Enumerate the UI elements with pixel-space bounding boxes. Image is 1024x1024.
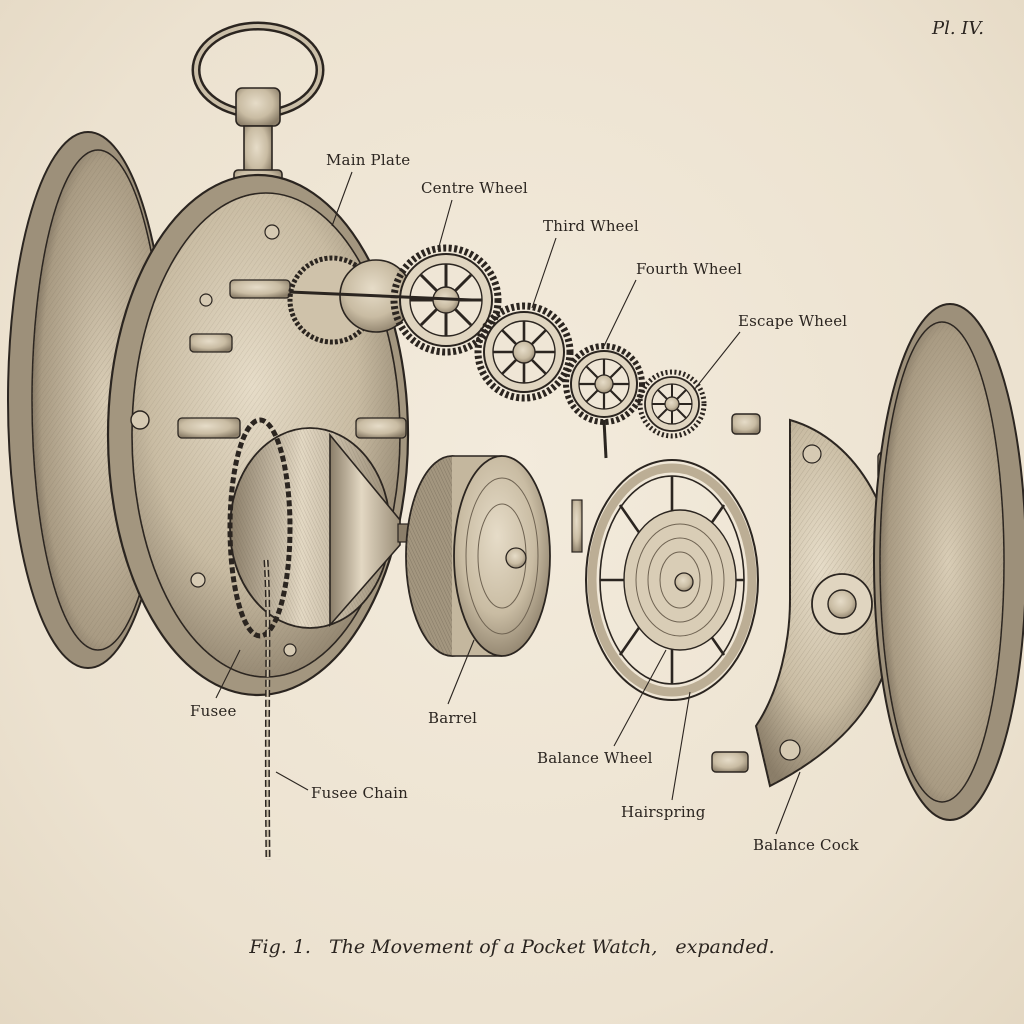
back-case-lid: [873, 303, 1024, 821]
pendant-bow: [191, 21, 325, 191]
label-third-wheel: Third Wheel: [543, 217, 639, 235]
caption-title: The Movement of a Pocket Watch,: [328, 936, 658, 958]
leader-lines: [215, 171, 801, 835]
label-balance-cock: Balance Cock: [753, 836, 859, 854]
label-hairspring: Hairspring: [621, 803, 706, 821]
label-fusee: Fusee: [190, 702, 237, 720]
fourth-wheel: [563, 343, 645, 459]
caption-subtitle: expanded.: [675, 936, 775, 958]
balance-cock: [754, 418, 900, 788]
label-balance-wheel: Balance Wheel: [537, 749, 653, 767]
label-escape-wheel: Escape Wheel: [738, 312, 848, 330]
figure-caption: Fig. 1. The Movement of a Pocket Watch, ex…: [0, 936, 1024, 958]
third-wheel: [474, 302, 574, 402]
hairspring: [571, 499, 737, 651]
label-main-plate: Main Plate: [326, 151, 411, 169]
fusee: [227, 417, 413, 639]
label-centre-wheel: Centre Wheel: [421, 179, 528, 197]
label-barrel: Barrel: [428, 709, 478, 727]
caption-figure-number: Fig. 1.: [249, 936, 311, 958]
fusee-chain: [263, 559, 271, 861]
label-fusee-chain: Fusee Chain: [311, 784, 409, 802]
main-plate: [106, 173, 410, 697]
label-fourth-wheel: Fourth Wheel: [636, 260, 742, 278]
escape-wheel: [637, 369, 707, 439]
arbor: [289, 290, 473, 302]
barrel: [405, 455, 551, 657]
plate-number: Pl. IV.: [932, 18, 984, 39]
